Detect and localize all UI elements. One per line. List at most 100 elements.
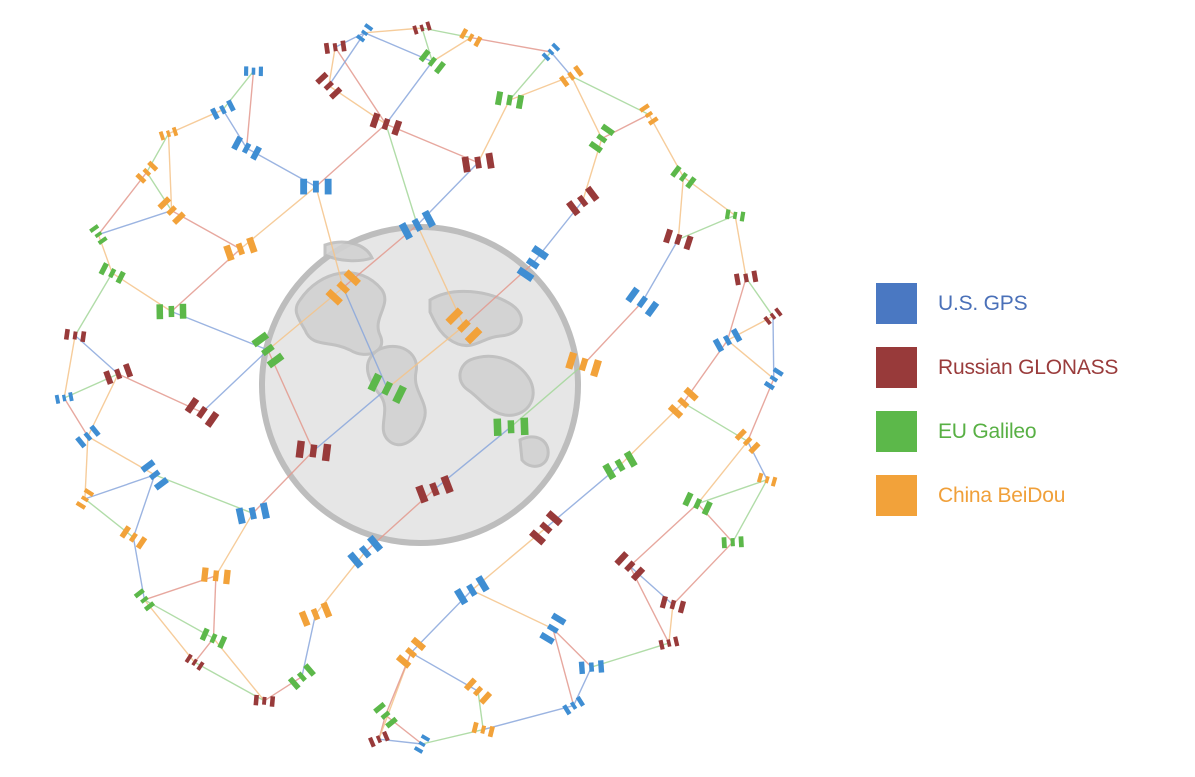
satellite-icon-gps — [625, 286, 660, 318]
orbit-link-line — [477, 691, 484, 730]
satellite-icon-glonass — [369, 112, 403, 136]
satellite-icon-gps — [541, 42, 561, 62]
satellite-icon-glonass — [184, 396, 220, 428]
legend-swatch-galileo — [876, 411, 917, 452]
orbit-link-line — [570, 75, 603, 139]
orbit-link-line — [745, 277, 774, 317]
satellite-icon-glonass — [733, 270, 759, 286]
satellite-icon-galileo — [721, 536, 744, 549]
orbit-link-line — [431, 37, 472, 63]
orbit-link-line — [668, 604, 674, 644]
orbit-link-line — [146, 171, 173, 211]
satellite-icon-gps — [243, 66, 264, 77]
satellite-icon-gps — [140, 459, 169, 491]
orbit-link-line — [629, 503, 699, 567]
satellite-icon-beidou — [463, 677, 493, 705]
orbit-link-line — [328, 47, 336, 86]
satellite-icon-gps — [235, 502, 270, 525]
satellite-icon-beidou — [119, 525, 148, 550]
satellite-icon-glonass — [253, 694, 276, 707]
satellite-icon-glonass — [184, 653, 205, 671]
orbit-link-line — [732, 479, 768, 543]
satellite-icon-glonass — [663, 228, 694, 251]
orbit-link-line — [385, 123, 479, 164]
satellite-icon-galileo — [588, 123, 616, 154]
satellite-icon-beidou — [667, 386, 699, 419]
satellite-icon-galileo — [133, 588, 156, 612]
orbit-link-line — [334, 46, 387, 125]
satellite-icon-gps — [75, 424, 101, 449]
orbit-link-line — [385, 123, 418, 226]
satellite-constellation-diagram — [54, 21, 784, 754]
satellite-icon-glonass — [63, 328, 87, 343]
satellite-icon-glonass — [614, 551, 646, 582]
satellite-icon-glonass — [323, 40, 347, 54]
earth-globe-icon — [259, 224, 581, 546]
orbit-link-line — [470, 36, 552, 53]
orbit-link-line — [672, 541, 734, 606]
orbit-link-line — [328, 32, 366, 87]
orbit-link-line — [552, 628, 592, 668]
orbit-link-line — [746, 440, 768, 481]
satellite-icon-beidou — [200, 567, 231, 585]
satellite-icon-gps — [453, 575, 490, 606]
satellite-icon-beidou — [223, 236, 258, 262]
orbit-link-line — [201, 349, 269, 413]
satellite-icon-beidou — [158, 126, 179, 141]
satellite-icon-gps — [578, 660, 605, 675]
orbit-link-line — [697, 440, 749, 505]
legend-item-galileo: EU Galileo — [876, 411, 1176, 452]
orbit-link-network — [63, 27, 775, 745]
satellite-icon-glonass — [763, 307, 783, 326]
orbit-link-line — [194, 637, 215, 663]
orbit-link-line — [727, 339, 775, 380]
orbit-link-line — [697, 503, 734, 543]
orbit-link-line — [267, 349, 315, 452]
orbit-link-line — [215, 512, 254, 577]
satellite-icon-galileo — [89, 224, 108, 246]
satellite-icon-galileo — [493, 417, 529, 437]
orbit-link-line — [550, 51, 572, 77]
orbit-link-line — [682, 402, 748, 442]
satellite-icon-galileo — [199, 627, 228, 649]
orbit-link-line — [252, 450, 314, 514]
orbit-link-line — [697, 479, 768, 505]
satellite-icon-beidou — [75, 488, 95, 510]
orbit-link-line — [570, 75, 650, 116]
satellite-icon-galileo — [251, 331, 285, 369]
legend-swatch-beidou — [876, 475, 917, 516]
orbit-link-line — [678, 214, 736, 241]
orbit-link-line — [212, 575, 217, 639]
satellite-icon-beidou — [756, 472, 778, 487]
orbit-link-line — [385, 714, 423, 745]
satellite-icon-gps — [398, 209, 436, 241]
orbit-link-line — [591, 642, 670, 668]
orbit-link-line — [772, 316, 775, 379]
satellite-icon-gps — [516, 245, 550, 282]
satellite-icon-gps — [210, 99, 236, 121]
satellite-icon-galileo — [287, 663, 316, 691]
orbit-link-line — [746, 378, 775, 442]
satellite-icon-gps — [763, 367, 784, 391]
satellite-icon-glonass — [461, 152, 495, 173]
orbit-link-line — [386, 325, 465, 389]
satellite-icon-glonass — [565, 185, 600, 217]
satellite-icon-beidou — [558, 64, 584, 88]
satellite-icon-glonass — [415, 475, 454, 504]
satellite-icon-beidou — [157, 196, 186, 225]
legend-label-beidou: China BeiDou — [938, 483, 1066, 507]
satellite-layer — [54, 21, 784, 754]
satellite-icon-galileo — [418, 48, 446, 75]
orbit-link-line — [84, 474, 155, 500]
satellite-icon-glonass — [295, 440, 332, 462]
satellite-icon-gps — [413, 734, 431, 754]
satellite-icon-gps — [712, 328, 743, 353]
orbit-link-line — [312, 387, 388, 452]
satellite-icon-glonass — [658, 636, 680, 650]
orbit-link-line — [601, 113, 650, 140]
orbit-link-line — [74, 334, 119, 375]
orbit-link-line — [171, 310, 269, 351]
satellite-icon-galileo — [98, 262, 126, 285]
satellite-icon-gps — [231, 135, 262, 161]
legend-item-glonass: Russian GLONASS — [876, 347, 1176, 388]
